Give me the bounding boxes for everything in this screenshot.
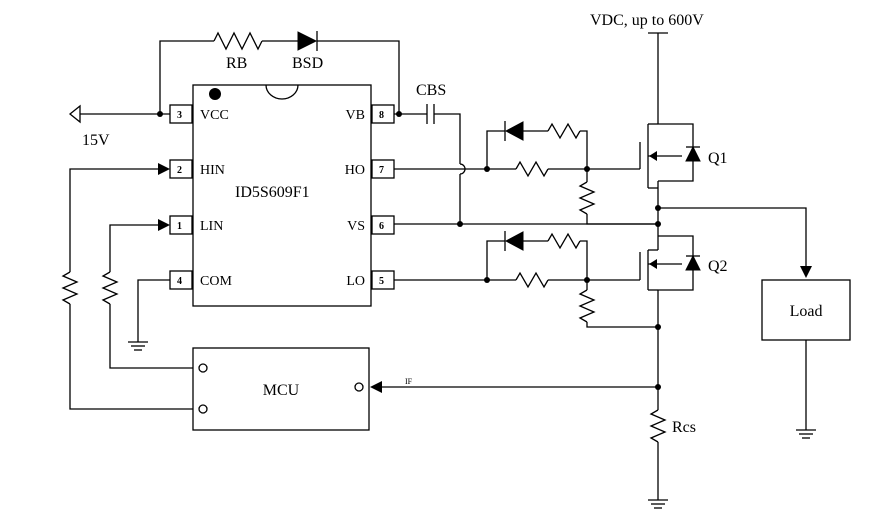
label-bsd: BSD [292,55,323,72]
lin-arrow [158,219,170,231]
pin-label-vcc: VCC [200,108,229,123]
label-cbs: CBS [416,82,446,99]
diode-lo [504,231,524,251]
wire-mcu-hin-bottom [69,304,193,410]
pin1-marker-dot [209,88,221,100]
wire-mcu-lin-bottom [109,304,193,369]
pin-number-lin: 1 [177,221,182,232]
q2-arrow [649,259,657,269]
pin-number-ho: 7 [379,165,384,176]
mcu-pin-lin [198,363,208,373]
junction-vs-cbs [457,221,463,227]
vdc-label: VDC, up to 600V [590,12,704,29]
q2-body-diode [685,254,701,271]
q1-arrow [649,151,657,161]
vcc-source-label: 15V [82,132,110,149]
wire-com-gnd [137,279,170,342]
pin-number-vcc: 3 [177,110,182,121]
pin-number-com: 4 [177,276,182,287]
pin-label-hin: HIN [200,163,225,178]
diode-ho [504,121,524,141]
ic-notch [265,84,299,100]
ic-body [192,84,372,307]
wire-cbs-right [434,113,461,164]
resistor-q1-gs [578,181,596,215]
resistor-ho-gate [515,160,549,178]
junction-q2-source [655,324,661,330]
hin-arrow [158,163,170,175]
pin-label-vs: VS [347,219,365,234]
wire-lo-diode-left [486,240,505,280]
wire-ho-diode-left [486,130,505,169]
wire-to-load [658,207,807,268]
label-q1: Q1 [708,150,728,167]
mcu-box [192,347,370,431]
resistor-hin-pulldown [61,271,79,305]
q2-diode-wire [658,235,694,291]
wire-lo-turnoff-right [580,240,588,280]
ic-name: ID5S609F1 [235,184,310,201]
wire-ho-turnoff-right [580,130,588,169]
load-label: Load [790,303,823,320]
junction-vb [396,111,402,117]
label-rb: RB [226,55,247,72]
load-arrow [800,266,812,278]
wire-q2-gs-bottom [586,322,658,328]
mcu-label: MCU [263,382,300,399]
pin-number-hin: 2 [177,165,182,176]
q1-diode-wire [658,123,694,182]
resistor-lo-gate [515,271,549,289]
label-q2: Q2 [708,258,728,275]
resistor-ho-turnoff [547,122,581,140]
pin-number-vs: 6 [379,221,384,232]
pin-box-vs [371,215,395,235]
resistor-rcs [649,409,667,443]
pin-number-lo: 5 [379,276,384,287]
label-rcs: Rcs [672,419,696,436]
q1-body-diode [685,145,701,162]
resistor-lin-pulldown [101,271,119,305]
pin-label-vb: VB [346,108,365,123]
pin-label-com: COM [200,274,232,289]
if-arrow [370,381,382,393]
resistor-rb [213,31,263,51]
pin-label-lo: LO [346,274,365,289]
diode-bsd [297,31,318,51]
pin-label-lin: LIN [200,219,223,234]
resistor-q2-gs [578,289,596,323]
wire-bsd-vb [317,40,400,114]
vcc-source-arrow [68,104,81,124]
pin-label-ho: HO [345,163,365,178]
wire-mcu-hin-top [69,168,158,272]
mcu-pin-if [354,382,364,392]
mcu-pin-hin [198,404,208,414]
pin-number-vb: 8 [379,110,384,121]
label-if: IF [405,377,413,386]
wire-mcu-lin-top [109,224,158,272]
resistor-lo-turnoff [547,232,581,250]
wire-rb-left [159,40,214,114]
wire-q1-gs-bottom [586,214,658,225]
